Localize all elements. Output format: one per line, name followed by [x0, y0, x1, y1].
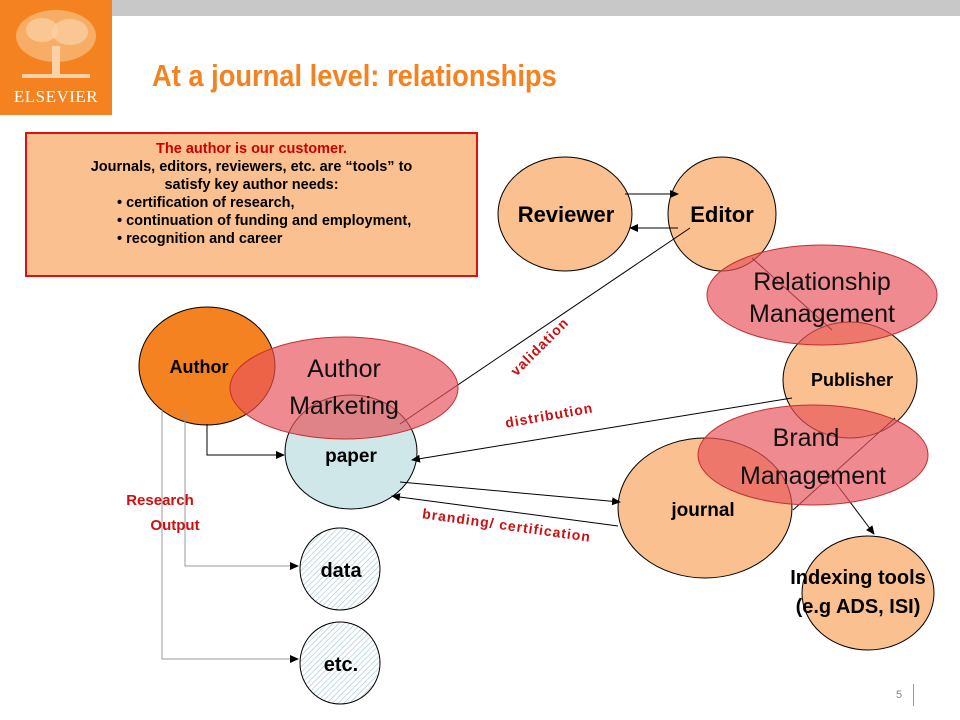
- journal-label: journal: [670, 500, 734, 521]
- logo-text: ELSEVIER: [13, 87, 99, 106]
- relationship-label-line1: Relationship: [753, 268, 891, 296]
- note-line-2: Journals, editors, reviewers, etc. are “…: [90, 159, 413, 175]
- brand-management-ellipse: [697, 404, 929, 506]
- customer-note-box: The author is our customer. Journals, ed…: [25, 132, 478, 277]
- distribution-arrow: [411, 397, 793, 463]
- note-bullet: continuation of funding and employment,: [117, 212, 476, 230]
- author-to-etc-connector: [161, 410, 299, 663]
- data-node: [299, 527, 381, 611]
- journal-to-paper-arrow: [391, 493, 619, 527]
- editor-label: Editor: [690, 202, 754, 227]
- note-bullet: recognition and career: [117, 230, 476, 248]
- brand-label-line2: Management: [740, 462, 886, 490]
- note-line-1: The author is our customer.: [156, 141, 347, 157]
- reviewer-node: [497, 156, 633, 272]
- slide-number: 5: [896, 689, 903, 701]
- indexing-tools-node: [801, 535, 935, 651]
- author-marketing-ellipse: [229, 336, 459, 440]
- reviewer-label: Reviewer: [518, 202, 615, 227]
- indexing-label-line2: (e.g ADS, ISI): [796, 596, 921, 618]
- author-to-data-connector: [184, 410, 299, 570]
- research-output-label-line1: Research: [126, 492, 194, 509]
- brand-label-line1: Brand: [773, 424, 840, 452]
- research-output-label-line2: Output: [150, 517, 199, 534]
- note-bullets: certification of research, continuation …: [27, 194, 476, 248]
- elsevier-logo: ELSEVIER: [0, 0, 112, 115]
- page-title: At a journal level: relationships: [152, 58, 557, 93]
- validation-label: validation: [507, 314, 572, 379]
- relationship-management-ellipse: [706, 244, 938, 346]
- slide-number-divider: [913, 684, 914, 706]
- note-line-3: satisfy key author needs:: [164, 177, 339, 193]
- author-marketing-label-line2: Marketing: [289, 392, 399, 420]
- publisher-label: Publisher: [811, 370, 893, 390]
- tree-icon: [16, 10, 96, 78]
- paper-label: paper: [325, 446, 377, 467]
- note-bullet: certification of research,: [117, 194, 476, 212]
- author-to-paper-arrow: [206, 424, 285, 459]
- paper-to-journal-arrow: [399, 481, 621, 506]
- author-label: Author: [170, 357, 229, 377]
- author-marketing-label-line1: Author: [307, 355, 381, 383]
- top-bar: [112, 0, 960, 16]
- distribution-label: distribution: [504, 399, 594, 430]
- relationship-label-line2: Management: [749, 300, 895, 328]
- indexing-label-line1: Indexing tools: [790, 567, 926, 589]
- etc-label: etc.: [324, 654, 358, 676]
- data-label: data: [320, 560, 362, 582]
- etc-node: [299, 621, 381, 705]
